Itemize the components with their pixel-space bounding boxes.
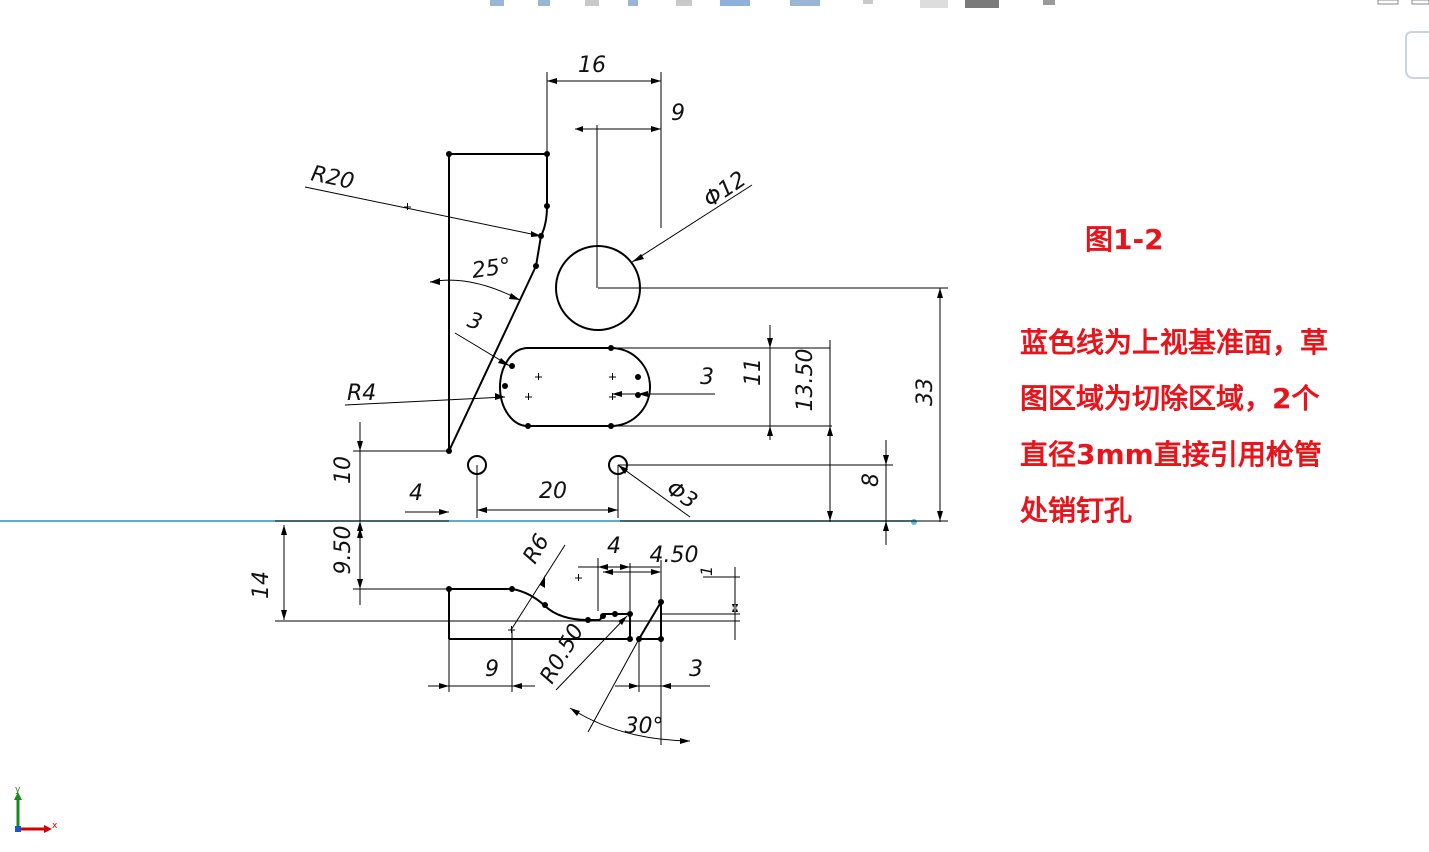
slot — [499, 347, 651, 427]
note-line: 图区域为切除区域，2个 — [1020, 382, 1320, 415]
dim-4-left: 4 — [409, 481, 423, 506]
toolbar-icons[interactable] — [490, 0, 1429, 8]
dim-1: 1 — [697, 566, 716, 576]
dim-10: 10 — [331, 456, 356, 484]
axis-x-label: x — [52, 821, 58, 831]
dim-4-bot: 4 — [607, 534, 621, 559]
dim-phi3: Φ3 — [662, 476, 702, 514]
dim-9-bot: 9 — [485, 657, 499, 682]
dim-r20: R20 — [309, 161, 357, 194]
sketch-points[interactable] — [446, 151, 641, 454]
dimension-lines — [304, 72, 948, 545]
note-line: 处销钉孔 — [1020, 494, 1133, 527]
axis-y-label: y — [15, 785, 21, 795]
dim-9-top: 9 — [671, 101, 685, 126]
dim-33: 33 — [913, 378, 938, 406]
dim-3-diag: 3 — [464, 308, 485, 336]
arrowheads — [281, 78, 943, 744]
dim-r6: R6 — [519, 530, 555, 568]
figure-title: 图1-2 — [1085, 223, 1164, 256]
dim-phi12: Φ12 — [699, 167, 751, 213]
dim-11: 11 — [741, 358, 766, 386]
dim-30deg: 30° — [625, 714, 664, 739]
note-line: 蓝色线为上视基准面，草 — [1020, 326, 1329, 359]
dim-r0-50: R0.50 — [536, 620, 590, 688]
datum-endpoint[interactable] — [911, 519, 917, 525]
dim-3-bot: 3 — [689, 657, 703, 682]
dim-4-50: 4.50 — [650, 543, 699, 568]
dim-9-50: 9.50 — [331, 526, 356, 575]
dimension-labels: 16 9 Φ12 R20 25° 3 R4 3 11 13.50 33 10 4… — [249, 53, 938, 739]
dim-13-50: 13.50 — [793, 349, 818, 412]
dim-8: 8 — [859, 473, 884, 487]
dim-r4: R4 — [347, 381, 376, 406]
note-text: 蓝色线为上视基准面，草 图区域为切除区域，2个 直径3mm直接引用枪管 处销钉孔 — [1020, 315, 1400, 539]
axis-triad: y x — [14, 785, 58, 833]
dim-20: 20 — [539, 479, 567, 504]
dim-16: 16 — [578, 53, 606, 78]
dim-14: 14 — [249, 571, 274, 599]
heads-up-panel-edge[interactable] — [1405, 31, 1429, 79]
note-line: 直径3mm直接引用枪管 — [1020, 438, 1322, 471]
dim-25deg: 25° — [470, 254, 512, 284]
dim-3-slot: 3 — [700, 365, 714, 390]
